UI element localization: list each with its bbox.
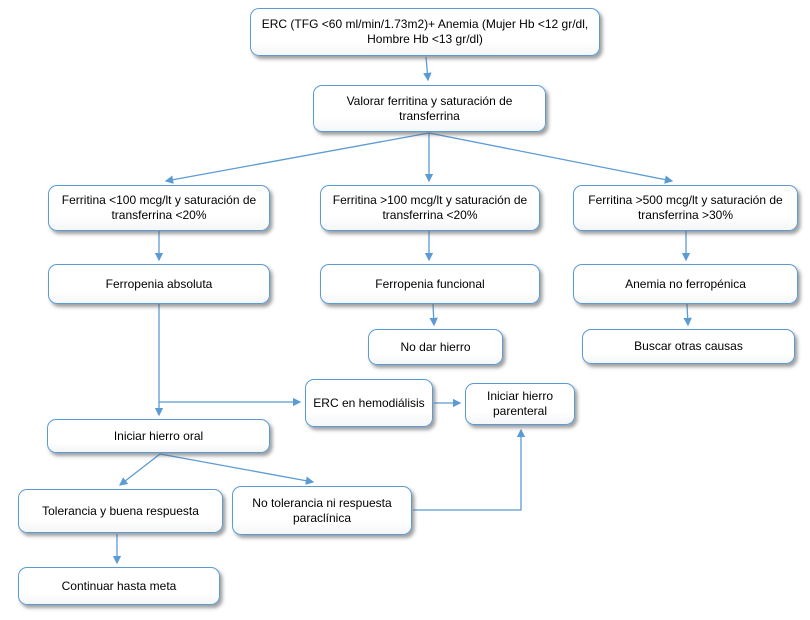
arrow-oral-to-notolerancia	[159, 453, 315, 485]
arrow-valorar-to-lt100	[164, 132, 430, 184]
node-ferritina-lt100: Ferritina <100 mcg/lt y saturación de tr…	[48, 185, 270, 231]
node-ferropenia-funcional: Ferropenia funcional	[320, 264, 540, 304]
node-iniciar-hierro-parenteral: Iniciar hierro parenteral	[465, 383, 575, 425]
node-ferritina-gt500: Ferritina >500 mcg/lt y saturación de tr…	[573, 185, 798, 231]
node-ferritina-gt100: Ferritina >100 mcg/lt y saturación de tr…	[320, 185, 540, 231]
node-erc-anemia: ERC (TFG <60 ml/min/1.73m2)+ Anemia (Muj…	[250, 8, 600, 56]
arrow-noferropenica-to-buscar	[683, 303, 692, 327]
node-tolerancia-buena-respuesta: Tolerancia y buena respuesta	[18, 489, 223, 533]
node-continuar-hasta-meta: Continuar hasta meta	[18, 567, 220, 605]
node-ferropenia-absoluta: Ferropenia absoluta	[48, 264, 270, 304]
node-anemia-no-ferropenica: Anemia no ferropénica	[573, 264, 798, 304]
node-erc-hemodialisis: ERC en hemodiálisis	[305, 379, 433, 427]
node-no-tolerancia: No tolerancia ni respuesta paraclínica	[232, 486, 412, 535]
node-no-dar-hierro: No dar hierro	[368, 329, 503, 365]
node-buscar-otras-causas: Buscar otras causas	[582, 329, 795, 364]
arrow-erc-to-valorar	[423, 56, 432, 82]
arrow-funcional-to-nodarhierro	[429, 303, 438, 327]
arrow-valorar-to-gt500	[428, 132, 674, 184]
arrow-oral-to-tolerancia	[118, 453, 161, 486]
arrow-notolerancia-to-parenteral	[413, 428, 526, 511]
node-valorar-ferritina: Valorar ferritina y saturación de transf…	[313, 85, 546, 132]
node-iniciar-hierro-oral: Iniciar hierro oral	[47, 419, 270, 453]
